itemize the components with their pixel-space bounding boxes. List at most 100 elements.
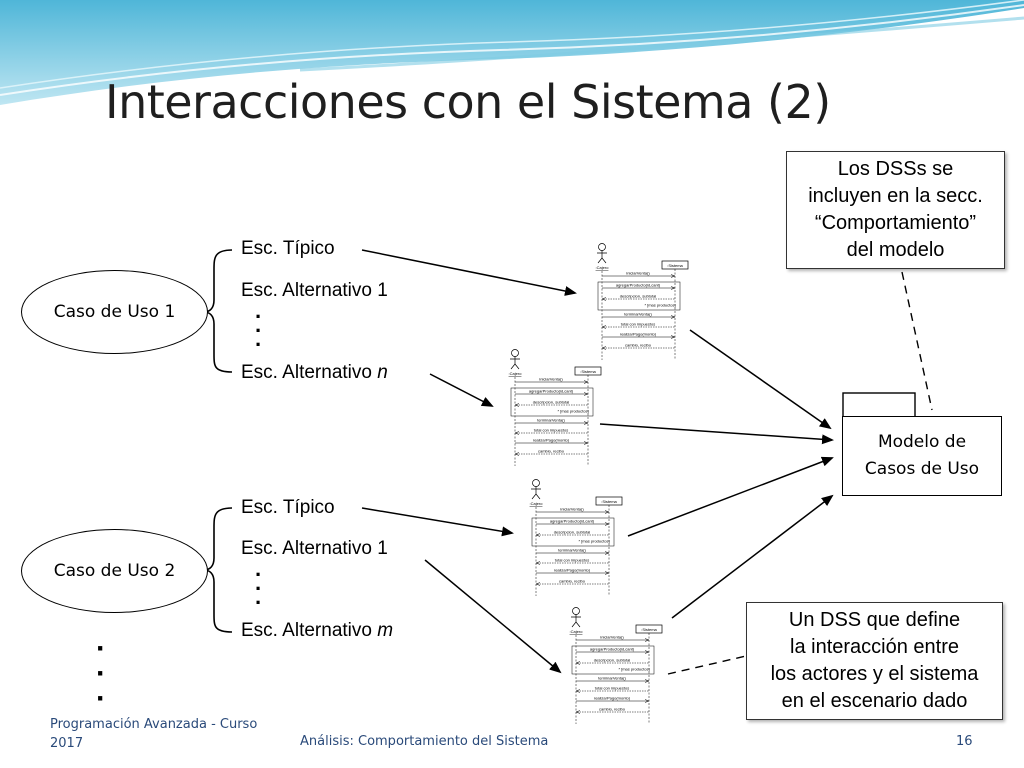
return-arrowhead	[575, 710, 581, 714]
message-label: cambio, recibo	[538, 449, 565, 454]
message-label: iniciarVenta()	[626, 271, 650, 276]
message-arrowhead	[583, 392, 589, 396]
message-arrowhead	[604, 571, 610, 575]
loop-frame	[510, 387, 594, 417]
arrow-typ1	[361, 249, 577, 296]
message-arrowhead	[583, 380, 589, 384]
return-arrowhead	[535, 582, 541, 586]
return-arrowhead	[575, 661, 581, 665]
dss-diagram-2: :Cajero :Sistema iniciarVenta() agregarProd…	[509, 349, 602, 466]
header-wave	[0, 0, 1024, 105]
ellipsis-1: ···	[255, 304, 263, 357]
message-arrowhead	[670, 274, 676, 278]
actor-label: :Cajero	[596, 265, 610, 270]
message-label: descripcion, subtotal	[554, 530, 591, 535]
slide-title: Interacciones con el Sistema (2)	[105, 75, 831, 129]
note-top: Los DSSs se incluyen en la secc. “Compor…	[786, 151, 1005, 269]
footer-course-line1: Programación Avanzada - Curso	[50, 717, 258, 732]
dss-diagram-4: :Cajero:SistemainiciarVenta()agregarProd…	[570, 607, 663, 724]
message-arrowhead	[583, 421, 589, 425]
actor-body-icon	[571, 614, 581, 628]
model-box-line1: Modelo de	[877, 432, 967, 452]
loop-frame	[531, 517, 615, 547]
actor-head-icon	[572, 607, 580, 615]
message-label: descripcion, subtotal	[594, 658, 631, 663]
scenario-alt1-1: Esc. Alternativo 1	[241, 280, 388, 301]
message-arrowhead	[604, 510, 610, 514]
message-arrowhead	[644, 679, 650, 683]
dss-diagram-3: :Cajero:SistemainiciarVenta()agregarProd…	[530, 479, 623, 596]
scenario-alt1-2: Esc. Alternativo 1	[241, 538, 388, 559]
note-top-line2: incluyen en la secc.	[808, 185, 983, 207]
return-arrowhead	[601, 346, 607, 350]
footer-course: Programación Avanzada - Curso 2017	[50, 715, 257, 753]
message-label: cambio, recibo	[625, 343, 652, 348]
loop-frame	[571, 645, 655, 675]
message-arrowhead	[670, 286, 676, 290]
arrow-alt2	[424, 559, 562, 674]
arrow-typ2	[361, 507, 514, 537]
brace-2	[203, 507, 233, 633]
message-arrowhead	[670, 335, 676, 339]
arrow-altn1	[429, 373, 494, 407]
arrow-dss2	[599, 423, 834, 445]
scenario-altn-1-prefix: Esc. Alternativo	[241, 362, 378, 383]
message-label: realizarPago(monto)	[620, 332, 657, 337]
system-label: :Sistema	[667, 263, 683, 268]
message-arrowhead	[644, 638, 650, 642]
message-label: terminarVenta()	[537, 418, 565, 423]
message-label: descripcion, subtotal	[620, 294, 657, 299]
scenario-altn-1-var: n	[377, 362, 388, 383]
model-box: Modelo de Casos de Uso	[842, 416, 1002, 496]
message-label: total con impuestos	[534, 428, 568, 433]
ellipsis-use-cases: ···	[96, 632, 106, 715]
return-arrowhead	[535, 533, 541, 537]
message-label: total con impuestos	[595, 686, 629, 691]
actor-label: :Cajero	[570, 629, 584, 634]
model-package-tab	[842, 392, 916, 418]
return-arrowhead	[514, 403, 520, 407]
return-arrowhead	[514, 431, 520, 435]
message-label: agregarProducto(id,cant)	[616, 283, 661, 288]
message-label: terminarVenta()	[624, 312, 652, 317]
use-case-1-label: Caso de Uso 1	[53, 302, 176, 322]
use-case-2-label: Caso de Uso 2	[53, 561, 176, 581]
message-arrowhead	[604, 551, 610, 555]
actor-body-icon	[531, 486, 541, 500]
message-label: cambio, recibo	[599, 707, 626, 712]
scenario-altm-2: Esc. Alternativo m	[241, 620, 393, 642]
return-arrowhead	[514, 452, 520, 456]
brace-1	[203, 249, 233, 373]
message-label: iniciarVenta()	[539, 377, 563, 382]
actor-head-icon	[598, 243, 606, 251]
return-arrowhead	[601, 297, 607, 301]
return-arrowhead	[601, 325, 607, 329]
message-arrowhead	[670, 315, 676, 319]
scenario-altm-2-var: m	[377, 620, 394, 641]
message-label: realizarPago(monto)	[554, 568, 591, 573]
message-label: * [mas productos]	[618, 667, 649, 672]
system-label: :Sistema	[580, 369, 596, 374]
message-label: agregarProducto(id,cant)	[529, 389, 574, 394]
note-top-line4: del modelo	[846, 239, 945, 261]
footer-course-line2: 2017	[50, 736, 84, 751]
loop-frame	[597, 281, 681, 311]
note-bottom-line2: la interacción entre	[790, 636, 959, 658]
message-label: realizarPago(monto)	[594, 696, 631, 701]
system-label: :Sistema	[641, 627, 657, 632]
message-label: iniciarVenta()	[600, 635, 624, 640]
actor-label: :Cajero	[509, 371, 523, 376]
note-top-line1: Los DSSs se	[837, 158, 954, 180]
arrow-dss3	[627, 456, 834, 537]
actor-label: :Cajero	[530, 501, 544, 506]
note-top-line3: “Comportamiento”	[814, 212, 977, 234]
message-label: * [mas productos]	[557, 409, 588, 414]
actor-body-icon	[510, 356, 520, 370]
scenario-typical-2: Esc. Típico	[241, 497, 335, 518]
actor-head-icon	[532, 479, 540, 487]
footer-page-number: 16	[956, 734, 973, 749]
dss-diagram-1: :Cajero :Sistema iniciarVenta() agregarProd…	[596, 243, 689, 360]
dashed-note-top	[901, 271, 933, 411]
ellipsis-2: ···	[255, 562, 263, 615]
